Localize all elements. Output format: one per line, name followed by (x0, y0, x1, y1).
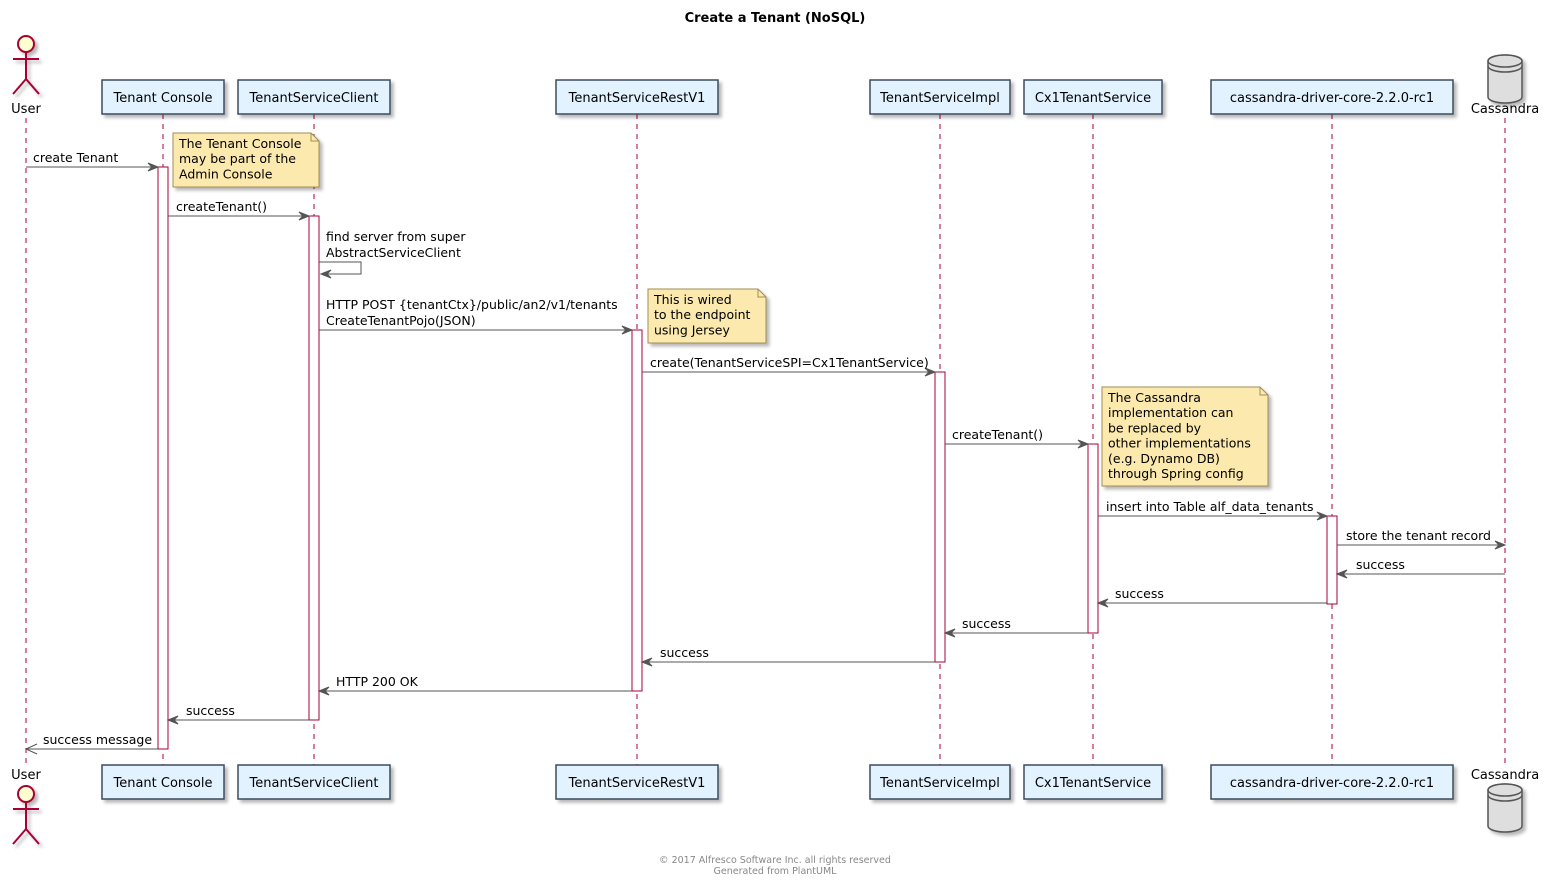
message-label: success (962, 616, 1011, 631)
participant-impl-top: TenantServiceImpl (869, 79, 1011, 115)
note-line: using Jersey (654, 322, 730, 337)
participant-label: TenantServiceRestV1 (568, 91, 706, 106)
activation-bar-driver (1326, 515, 1338, 605)
message-label: success (186, 703, 235, 718)
message-3-client-to-client: find server from superAbstractServiceCli… (319, 229, 466, 279)
participant-user-top: User (11, 35, 41, 117)
participant-label: Cx1TenantService (1035, 91, 1151, 106)
message-label: createTenant() (952, 427, 1043, 442)
message-label: create(TenantServiceSPI=Cx1TenantService… (650, 355, 929, 370)
participant-label: Cx1TenantService (1035, 776, 1151, 791)
participant-console-top: Tenant Console (101, 79, 225, 115)
note-line: be replaced by (1108, 420, 1202, 435)
participant-user-bottom: User (11, 768, 41, 845)
participant-client-bottom: TenantServiceClient (237, 764, 391, 800)
message-14-client-to-console: success (166, 703, 309, 725)
participant-label: Tenant Console (112, 776, 212, 791)
note-line: This is wired (653, 292, 732, 307)
database-label: Cassandra (1471, 768, 1539, 783)
participant-cassandra-bottom: Cassandra (1471, 768, 1539, 833)
message-label: insert into Table alf_data_tenants (1106, 499, 1314, 514)
participant-label: TenantServiceClient (249, 91, 379, 106)
message-label: success message (43, 732, 152, 747)
activation-bar-console (157, 166, 169, 750)
message-4-client-to-rest: HTTP POST {tenantCtx}/public/an2/v1/tena… (319, 297, 634, 335)
message-label: store the tenant record (1346, 528, 1491, 543)
message-label: success (660, 645, 709, 660)
message-11-cx1-to-impl: success (943, 616, 1088, 638)
note-line: to the endpoint (654, 307, 751, 322)
participant-label: Tenant Console (112, 91, 212, 106)
note-line: through Spring config (1108, 466, 1244, 481)
participant-rest-top: TenantServiceRestV1 (555, 79, 719, 115)
participant-label: TenantServiceClient (249, 776, 379, 791)
participant-label: cassandra-driver-core-2.2.0-rc1 (1230, 91, 1434, 106)
message-15-console-to-user: success message (24, 732, 158, 755)
actor-icon (12, 785, 40, 845)
note-line: Admin Console (179, 166, 273, 181)
note-line: The Tenant Console (178, 136, 302, 151)
participant-label: TenantServiceImpl (879, 91, 1000, 106)
diagram-title: Create a Tenant (NoSQL) (685, 11, 866, 26)
participant-cx1-bottom: Cx1TenantService (1023, 764, 1163, 800)
activation-bar-client (308, 215, 320, 721)
note-line: implementation can (1108, 405, 1233, 420)
message-label: create Tenant (33, 150, 118, 165)
database-icon (1487, 783, 1523, 833)
participant-label: TenantServiceImpl (879, 776, 1000, 791)
message-label: createTenant() (176, 199, 267, 214)
message-13-rest-to-client: HTTP 200 OK (317, 674, 632, 696)
message-6-impl-to-cx1: createTenant() (945, 427, 1090, 449)
participant-console-bottom: Tenant Console (101, 764, 225, 800)
participant-cassandra-top: Cassandra (1471, 54, 1539, 117)
note-line: other implementations (1108, 436, 1251, 451)
actor-label: User (11, 102, 41, 117)
message-label: success (1356, 557, 1405, 572)
message-label: success (1115, 586, 1164, 601)
activation-bar-impl (934, 371, 946, 663)
message-8-driver-to-cassandra: store the tenant record (1337, 528, 1507, 550)
footer-line: Generated from PlantUML (714, 866, 838, 877)
participant-rest-bottom: TenantServiceRestV1 (555, 764, 719, 800)
message-9-cassandra-to-driver: success (1335, 557, 1505, 579)
participant-client-top: TenantServiceClient (237, 79, 391, 115)
participant-impl-bottom: TenantServiceImpl (869, 764, 1011, 800)
message-label: AbstractServiceClient (326, 245, 461, 260)
message-label: HTTP 200 OK (336, 674, 419, 689)
message-10-driver-to-cx1: success (1096, 586, 1327, 608)
participant-driver-top: cassandra-driver-core-2.2.0-rc1 (1210, 79, 1454, 115)
participant-label: TenantServiceRestV1 (568, 776, 706, 791)
message-12-impl-to-rest: success (640, 645, 935, 667)
activation-bar-cx1 (1087, 443, 1099, 634)
note-line: The Cassandra (1107, 390, 1201, 405)
actor-label: User (11, 768, 41, 783)
activation-bar-rest (631, 329, 643, 692)
message-1-user-to-console: create Tenant (26, 150, 160, 172)
message-label: HTTP POST {tenantCtx}/public/an2/v1/tena… (326, 297, 618, 312)
note-line: may be part of the (179, 151, 296, 166)
actor-icon (12, 35, 40, 95)
message-label: find server from super (326, 229, 466, 244)
note-line: (e.g. Dynamo DB) (1108, 451, 1220, 466)
database-icon (1487, 54, 1523, 104)
database-label: Cassandra (1471, 102, 1539, 117)
participant-label: cassandra-driver-core-2.2.0-rc1 (1230, 776, 1434, 791)
message-label: CreateTenantPojo(JSON) (326, 313, 476, 328)
participant-cx1-top: Cx1TenantService (1023, 79, 1163, 115)
footer-line: © 2017 Alfresco Software Inc. all rights… (659, 855, 891, 866)
participant-driver-bottom: cassandra-driver-core-2.2.0-rc1 (1210, 764, 1454, 800)
message-5-rest-to-impl: create(TenantServiceSPI=Cx1TenantService… (642, 355, 937, 377)
message-2-console-to-client: createTenant() (168, 199, 311, 221)
message-7-cx1-to-driver: insert into Table alf_data_tenants (1098, 499, 1329, 521)
